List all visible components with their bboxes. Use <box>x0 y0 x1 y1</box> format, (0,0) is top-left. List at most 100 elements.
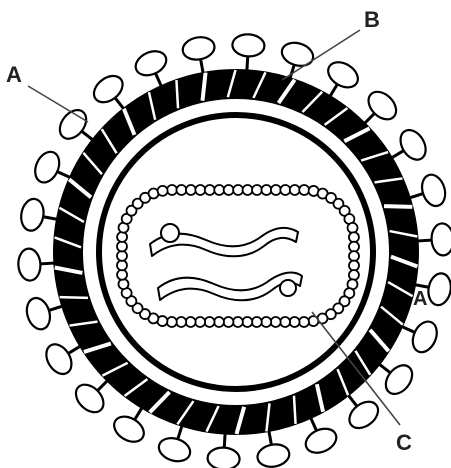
spike-head <box>207 447 240 468</box>
spike-head <box>408 318 441 356</box>
bead <box>205 317 215 327</box>
bead <box>261 185 271 195</box>
spike-stem <box>178 426 182 439</box>
enzyme-dot <box>161 224 179 242</box>
bead <box>233 185 243 195</box>
spike-head <box>110 412 149 447</box>
bead <box>280 317 290 327</box>
bead <box>349 242 359 252</box>
bead <box>176 185 186 195</box>
bead <box>290 317 300 327</box>
spike-head <box>324 57 363 92</box>
spike <box>344 395 383 433</box>
spike-head <box>31 148 64 186</box>
spike-head <box>181 35 216 62</box>
spike-stem <box>365 113 375 123</box>
spike <box>181 35 216 73</box>
spike-head <box>89 71 128 108</box>
spike-stem <box>224 434 225 448</box>
bead <box>349 261 359 271</box>
spike <box>363 86 401 124</box>
spike-head <box>302 424 340 457</box>
bead <box>214 317 224 327</box>
bead <box>252 317 262 327</box>
spike-head <box>256 442 291 468</box>
spike <box>19 197 57 232</box>
bead <box>299 317 309 327</box>
bead <box>195 317 205 327</box>
bead <box>118 279 128 289</box>
spike-head <box>132 47 170 80</box>
spike-stem <box>68 346 80 353</box>
bead <box>117 260 127 270</box>
bead <box>243 185 253 195</box>
bead <box>223 317 233 327</box>
envelope-pore <box>384 206 412 207</box>
callout-line-a-left <box>28 86 88 122</box>
bead <box>290 185 300 195</box>
bead <box>117 270 127 280</box>
spike-stem <box>155 73 161 86</box>
spike <box>31 148 70 186</box>
spike-stem <box>311 418 317 431</box>
bead <box>349 251 359 261</box>
spike-stem <box>415 285 429 288</box>
spike <box>256 431 291 468</box>
spike <box>302 418 340 457</box>
spike-stem <box>330 84 337 96</box>
spike-head <box>395 125 430 164</box>
spike <box>324 57 363 96</box>
spike <box>110 408 149 447</box>
spike-stem <box>348 395 357 406</box>
bead <box>299 185 309 195</box>
spike-stem <box>402 327 415 333</box>
bead <box>167 317 177 327</box>
spike-stem <box>269 431 272 445</box>
spike <box>379 360 417 399</box>
spike <box>23 295 62 332</box>
bead <box>349 270 359 280</box>
bead <box>176 317 186 327</box>
bead <box>167 185 177 195</box>
spike-stem <box>97 381 107 391</box>
spike-head <box>41 340 76 379</box>
spike-head <box>17 248 41 281</box>
spike <box>89 71 128 109</box>
bead <box>348 223 358 233</box>
spike-stem <box>135 408 142 420</box>
spike-stem <box>201 59 204 73</box>
spike-head <box>380 360 417 399</box>
bead <box>186 317 196 327</box>
spike-stem <box>379 364 390 373</box>
spike-head <box>279 39 316 70</box>
spike <box>279 39 316 78</box>
bead <box>224 185 234 195</box>
spike <box>156 426 193 465</box>
bead <box>233 317 243 327</box>
bead <box>242 317 252 327</box>
spike-head <box>418 172 449 209</box>
bead <box>117 232 127 242</box>
spike-head <box>23 295 54 332</box>
bead <box>158 186 168 196</box>
spike-stem <box>40 263 54 264</box>
bead <box>205 185 215 195</box>
spike-stem <box>115 98 124 109</box>
bead <box>214 185 224 195</box>
spike <box>392 125 431 164</box>
label-b: B <box>364 7 380 32</box>
bead <box>252 185 262 195</box>
spike <box>71 379 109 417</box>
spike-head <box>19 197 46 232</box>
spike-head <box>54 105 91 144</box>
spike-stem <box>57 172 70 178</box>
spike-stem <box>392 151 404 158</box>
spike-stem <box>247 56 248 70</box>
envelope-pore <box>60 297 88 298</box>
spike <box>402 318 441 356</box>
spike <box>41 340 80 379</box>
spike <box>17 248 54 281</box>
spike <box>418 223 451 256</box>
bead <box>349 232 359 242</box>
